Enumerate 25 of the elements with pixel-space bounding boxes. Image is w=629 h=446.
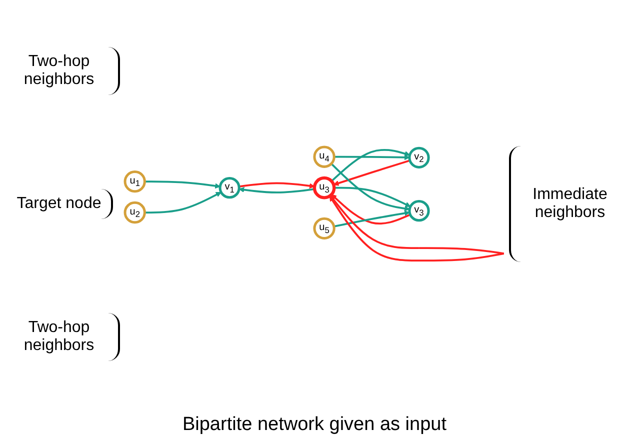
node-circle: u$_{1}$: [124, 170, 146, 193]
node-circle: u$_{4}$: [313, 146, 336, 168]
node-circle: v$_{3}$: [408, 200, 430, 222]
arrow: [334, 154, 410, 160]
arrow: [334, 210, 410, 228]
bracket-label: Two-hop neighbors: [0, 313, 120, 361]
arrow: [144, 180, 220, 189]
node-circle: u$_{5}$: [313, 218, 336, 240]
arrow: [238, 187, 315, 194]
bracket-label: Two-hop neighbors: [0, 47, 120, 95]
node-circle: u$_{3}$: [312, 176, 336, 200]
arrow: [334, 187, 411, 208]
node-circle: u$_{2}$: [124, 202, 146, 224]
arrow: [331, 194, 411, 225]
node-circle: v$_{2}$: [408, 147, 430, 169]
bracket-label: Immediate neighbors: [509, 146, 629, 262]
arrow: [330, 163, 410, 212]
arrow: [330, 149, 410, 182]
caption: Bipartite network given as input: [182, 413, 447, 437]
arrow: [333, 160, 410, 186]
node-circle: v$_{1}$: [218, 177, 240, 199]
arrow: [144, 192, 222, 214]
arrow: [238, 182, 315, 189]
arrow: [329, 195, 504, 262]
bracket-label: Target node: [6, 189, 114, 219]
